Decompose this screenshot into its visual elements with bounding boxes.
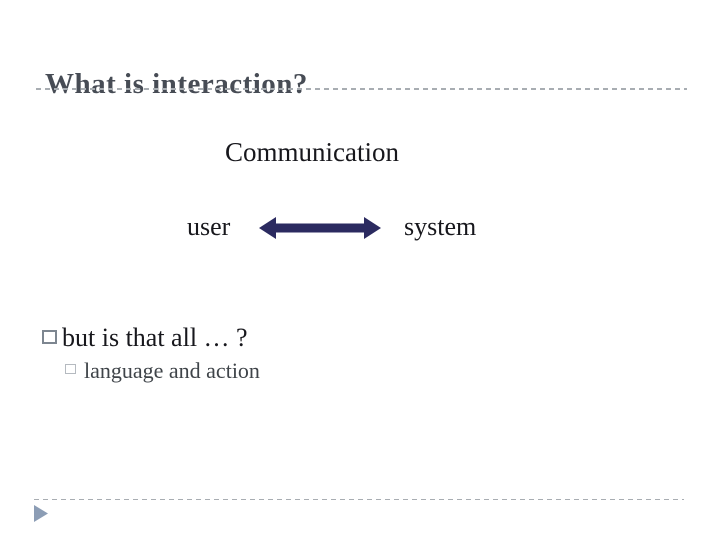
sub-bullet-square-icon [65,364,76,374]
footer-divider-dashed-line [34,499,684,501]
footer-triangle-icon [34,505,48,522]
diagram-user-label: user [187,212,231,241]
diagram-heading: Communication [225,137,399,167]
double-headed-arrow-icon [258,216,382,240]
bullet-level2-text: language and action [84,358,260,383]
bullet-level1-text: but is that all … ? [62,323,248,352]
title-divider-dashed-line [36,88,687,90]
bullet-square-icon [42,330,57,344]
diagram-system-label: system [404,212,477,241]
slide-title: What is interaction? [45,68,308,101]
